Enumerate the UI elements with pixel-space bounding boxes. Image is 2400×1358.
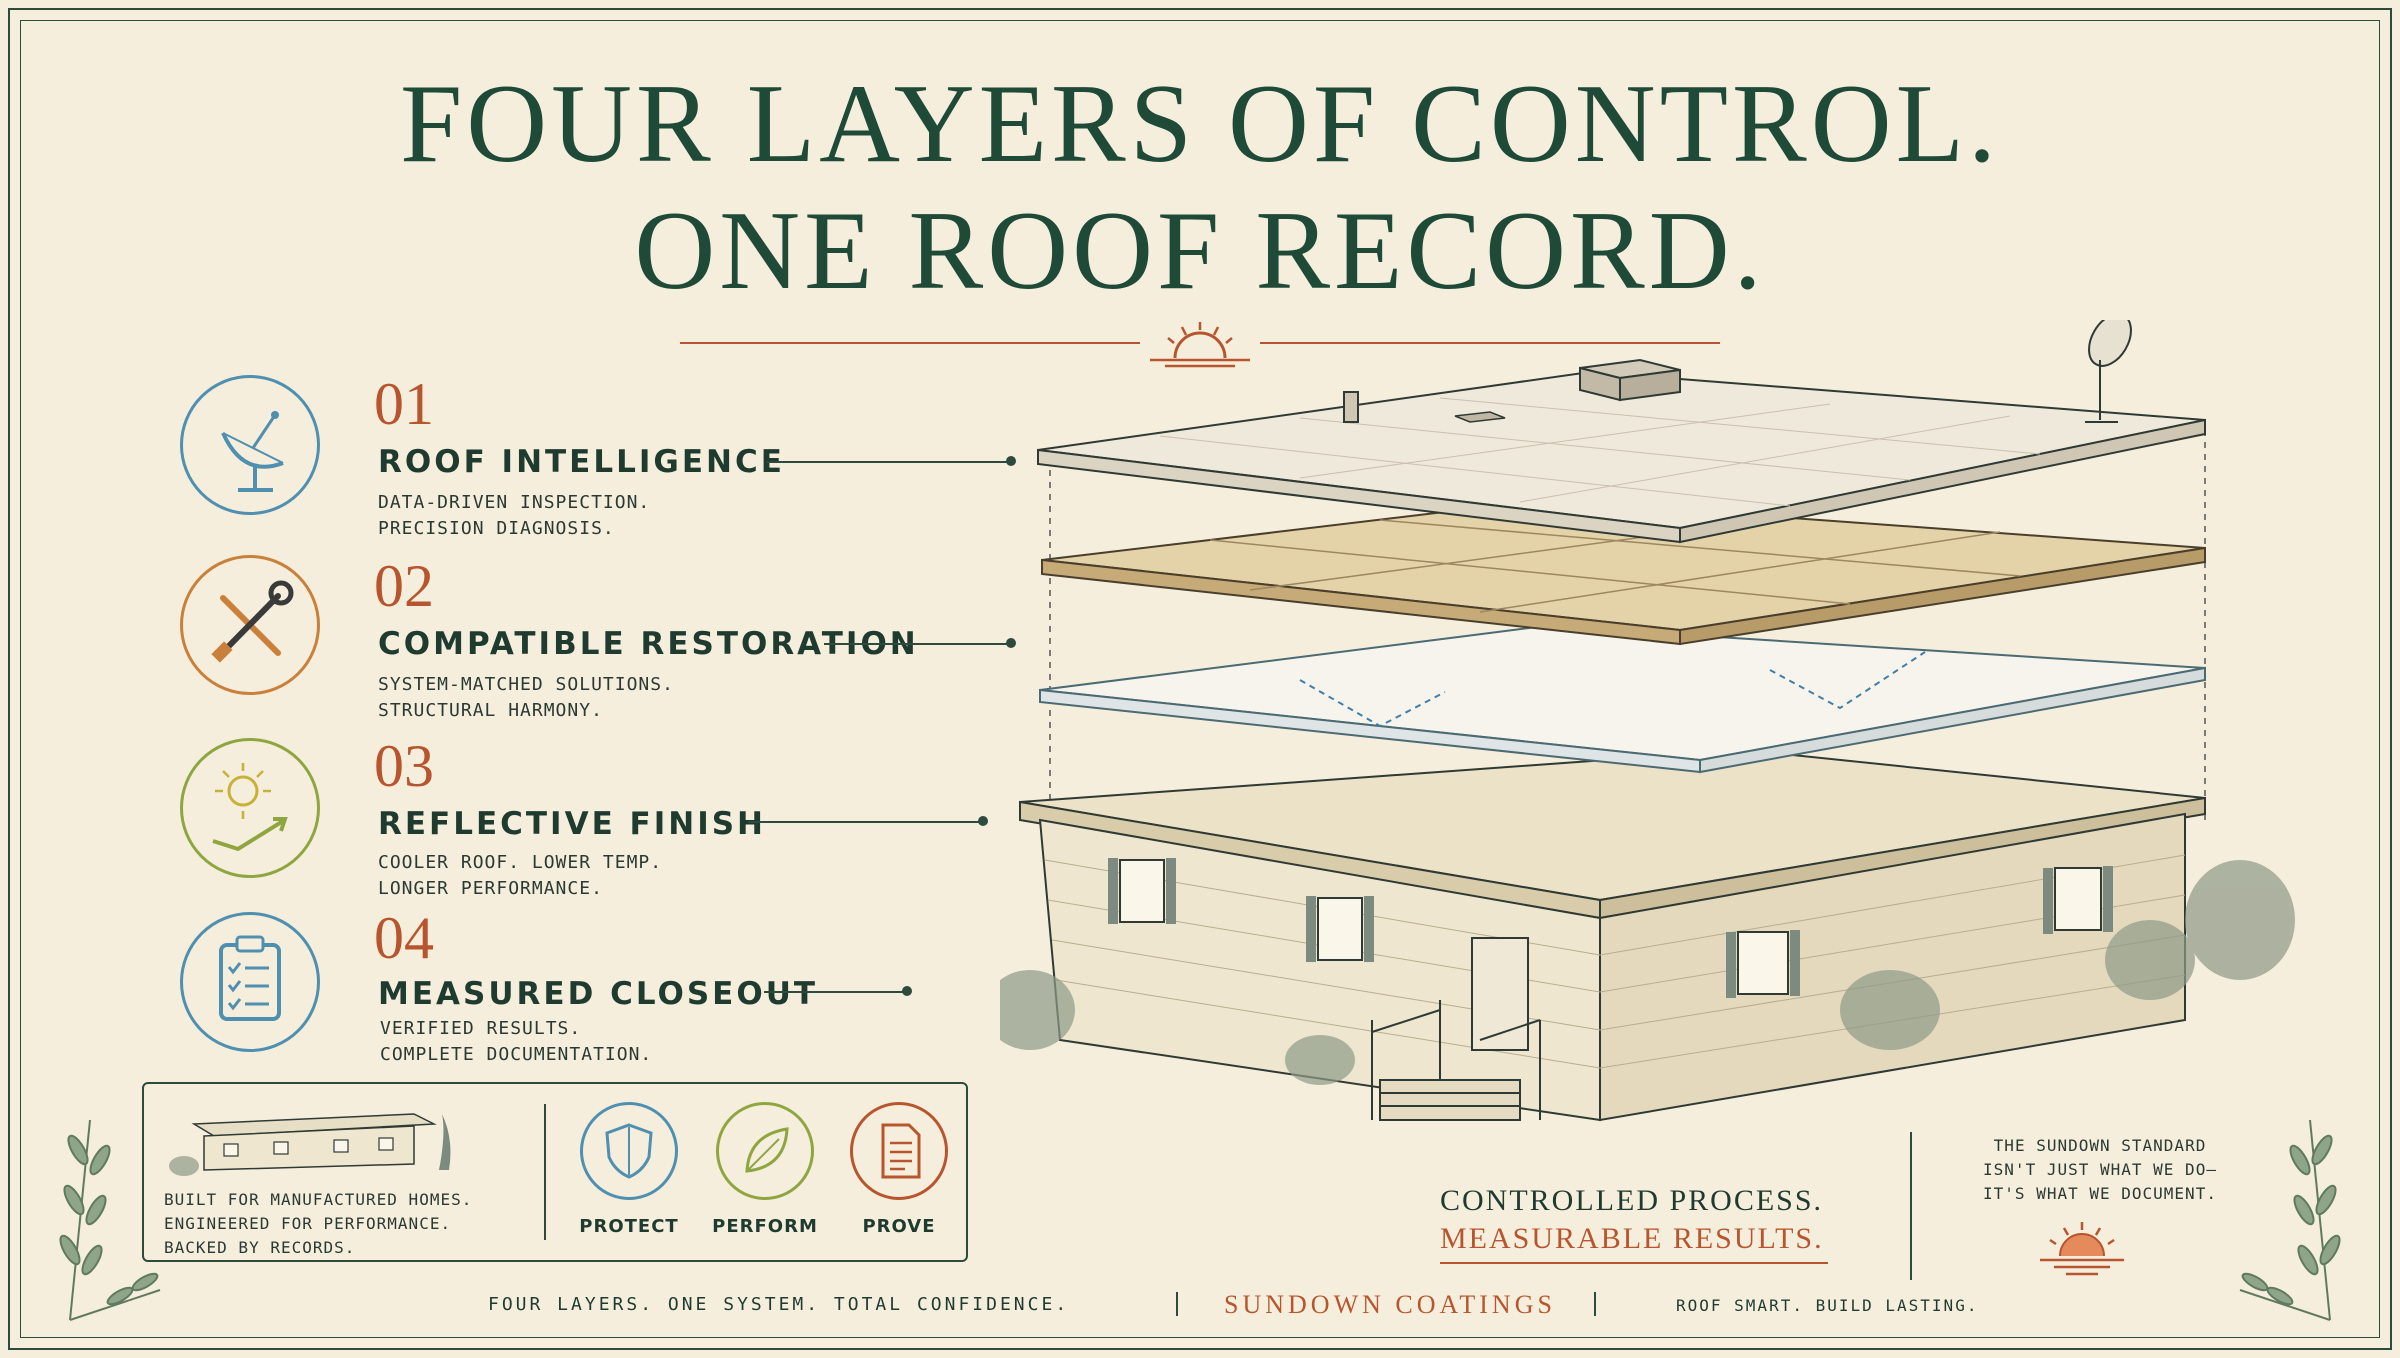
tagline-line-2: MEASURABLE RESULTS. — [1440, 1222, 1824, 1255]
layer-number: 04 — [374, 905, 434, 971]
info-box: BUILT FOR MANUFACTURED HOMES. ENGINEERED… — [142, 1082, 968, 1262]
clipboard-checklist-icon — [180, 912, 320, 1052]
sun-ornament-icon — [1140, 322, 1260, 368]
foliage-right-icon — [2239, 1119, 2341, 1321]
standard-divider — [1910, 1132, 1912, 1280]
layer-description: SYSTEM-MATCHED SOLUTIONS. STRUCTURAL HAR… — [378, 674, 674, 721]
leader-line — [824, 643, 1010, 645]
leader-line — [748, 821, 982, 823]
layer-description: VERIFIED RESULTS. COMPLETE DOCUMENTATION… — [380, 1018, 653, 1065]
badge-label-protect: PROTECT — [579, 1216, 679, 1237]
layer-number: 01 — [374, 371, 434, 437]
layer-description: DATA-DRIVEN INSPECTION. PRECISION DIAGNO… — [378, 492, 651, 539]
shield-icon — [580, 1102, 678, 1200]
leader-line — [766, 461, 1010, 463]
headline-line-2: ONE ROOF RECORD. — [634, 189, 1766, 313]
standard-statement: THE SUNDOWN STANDARD ISN'T JUST WHAT WE … — [1983, 1136, 2217, 1203]
footer-divider-left — [1176, 1292, 1178, 1316]
footer-right-text: ROOF SMART. BUILD LASTING. — [1676, 1296, 1979, 1315]
foliage-left-icon — [59, 1119, 161, 1321]
tagline-underline — [1440, 1262, 1828, 1264]
layer-name: REFLECTIVE FINISH — [378, 806, 767, 842]
footer-left-text: FOUR LAYERS. ONE SYSTEM. TOTAL CONFIDENC… — [488, 1294, 1070, 1315]
layer-name: MEASURED CLOSEOUT — [378, 976, 819, 1012]
leader-line — [764, 991, 906, 993]
leader-dot — [978, 816, 988, 826]
layer-number: 03 — [374, 733, 434, 799]
tools-icon — [180, 555, 320, 695]
exploded-roof-illustration — [1000, 320, 2295, 1122]
inner-frame — [20, 20, 2380, 1338]
sunset-icon — [2040, 1222, 2124, 1276]
headline-line-1: FOUR LAYERS OF CONTROL. — [399, 62, 2001, 186]
footer-divider-right — [1594, 1292, 1596, 1316]
leaf-icon — [716, 1102, 814, 1200]
leader-dot — [1006, 638, 1016, 648]
leader-dot — [902, 986, 912, 996]
leader-dot — [1006, 456, 1016, 466]
satellite-dish-icon — [180, 375, 320, 515]
info-box-text: BUILT FOR MANUFACTURED HOMES. ENGINEERED… — [164, 1190, 473, 1257]
layer-number: 02 — [374, 553, 434, 619]
outer-frame — [8, 8, 2392, 1350]
document-icon — [850, 1102, 948, 1200]
manufactured-home-icon — [169, 1113, 451, 1176]
sun-reflection-icon — [180, 738, 320, 878]
info-box-divider — [544, 1104, 546, 1240]
badge-label-prove: PROVE — [862, 1216, 936, 1237]
tagline-line-1: CONTROLLED PROCESS. — [1440, 1184, 1824, 1217]
layer-description: COOLER ROOF. LOWER TEMP. LONGER PERFORMA… — [378, 852, 663, 899]
layer-name: ROOF INTELLIGENCE — [378, 444, 785, 480]
footer-brand: SUNDOWN COATINGS — [1224, 1290, 1556, 1319]
badge-label-perform: PERFORM — [712, 1216, 818, 1237]
